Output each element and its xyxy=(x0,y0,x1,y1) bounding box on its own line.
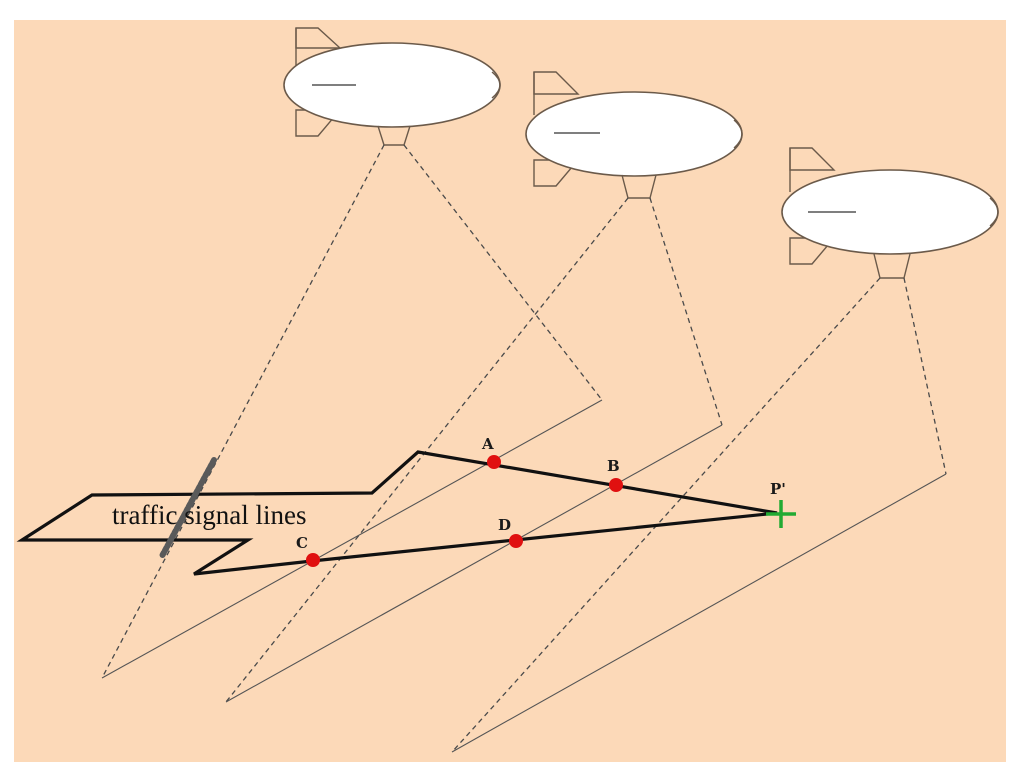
camera-footprint-3 xyxy=(451,277,947,753)
svg-text:A: A xyxy=(481,435,494,453)
svg-text:D: D xyxy=(498,516,511,534)
point-d: D xyxy=(498,516,523,548)
point-b: B xyxy=(607,457,623,492)
signal-line-marker xyxy=(159,457,217,559)
svg-text:P': P' xyxy=(770,480,786,498)
target-cross-icon xyxy=(766,500,796,528)
camera-footprint-1 xyxy=(101,144,603,679)
point-a: A xyxy=(481,435,501,469)
blimp-icon xyxy=(525,71,743,199)
point-p-prime: P' xyxy=(766,480,796,528)
traffic-signal-caption: traffic signal lines xyxy=(112,500,306,530)
point-c: C xyxy=(296,534,320,567)
blimp-icon xyxy=(781,147,999,279)
camera-footprint-2 xyxy=(225,197,723,703)
blimp-icon xyxy=(283,27,501,146)
svg-text:C: C xyxy=(296,534,308,552)
background-panel xyxy=(14,20,1006,762)
svg-text:B: B xyxy=(607,457,620,475)
